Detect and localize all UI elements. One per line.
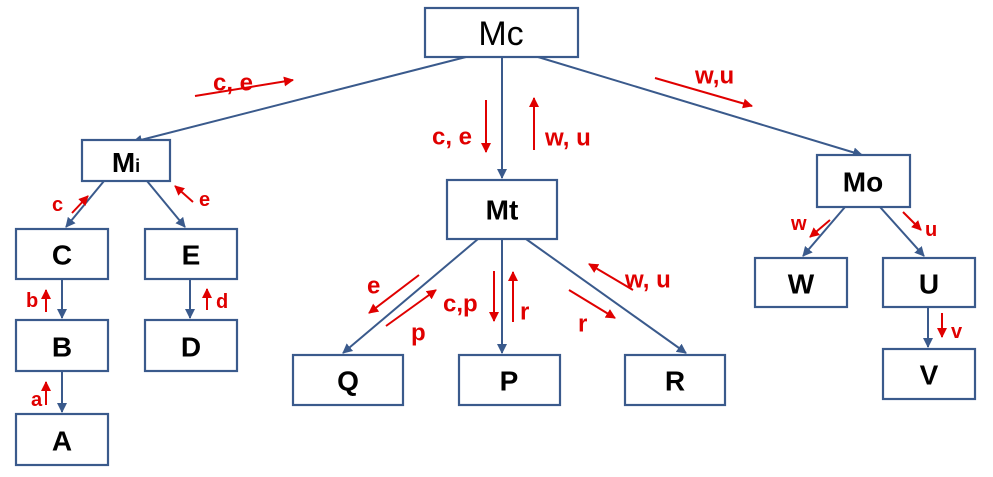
flow-label-u-v: v xyxy=(951,321,963,343)
edge-mt-r xyxy=(525,238,687,354)
flow-arrow-mo-u xyxy=(902,211,922,231)
node-mi: Mi xyxy=(80,138,172,183)
flow-arrow-mc-mo xyxy=(654,77,753,109)
node-u: U xyxy=(881,256,977,309)
edge-mi-c xyxy=(65,180,105,228)
flow-label-mc-mt-down: c, e xyxy=(432,124,472,151)
node-b-label: B xyxy=(52,332,72,363)
flow-arrow-mi-e xyxy=(174,185,194,203)
node-p: P xyxy=(457,353,562,407)
flow-arrow-mc-mi xyxy=(194,76,294,97)
node-w-label: W xyxy=(788,269,815,300)
flow-label-c-b: b xyxy=(26,290,38,312)
flow-label-mt-r-down: r xyxy=(578,311,587,338)
node-mc-label: Mc xyxy=(478,15,523,53)
flow-annotations: c, e c, e w, u w,u c e b d a e p c,p r r xyxy=(26,63,963,412)
node-q-label: Q xyxy=(337,366,359,397)
flow-arrow-mt-r-up xyxy=(588,263,634,291)
node-v: V xyxy=(881,347,977,401)
flow-arrow-mt-r-down xyxy=(568,289,616,319)
node-v-label: V xyxy=(920,360,939,391)
node-w: W xyxy=(753,256,849,309)
node-mt: Mt xyxy=(445,178,559,241)
node-e-label: E xyxy=(182,240,201,271)
node-mo-label: Mo xyxy=(843,167,883,198)
node-r: R xyxy=(623,353,727,407)
edge-mo-u xyxy=(879,206,925,257)
node-mi-label: Mi xyxy=(112,147,140,178)
flow-arrow-mt-q-p xyxy=(385,289,437,327)
nodes: Mc Mi Mt Mo C E B D xyxy=(14,6,977,467)
node-b: B xyxy=(14,318,110,373)
node-u-label: U xyxy=(919,269,939,300)
node-a: A xyxy=(14,412,110,467)
flow-label-mt-p-down: c,p xyxy=(443,291,478,318)
node-p-label: P xyxy=(500,366,519,397)
edge-mi-e xyxy=(146,180,186,228)
flow-label-b-a: a xyxy=(31,389,43,411)
flow-label-mt-q-p: p xyxy=(411,320,426,347)
flow-arrow-mi-c xyxy=(71,195,89,214)
node-d-label: D xyxy=(181,332,201,363)
flow-label-e-d: d xyxy=(216,291,228,313)
node-mt-label: Mt xyxy=(486,195,519,226)
flow-label-mo-w: w xyxy=(790,213,807,235)
edge-mo-w xyxy=(802,206,846,257)
flow-label-mo-u: u xyxy=(925,219,937,241)
node-c: C xyxy=(14,227,110,281)
node-c-label: C xyxy=(52,240,72,271)
flow-label-mt-r-up: w, u xyxy=(624,267,671,294)
node-a-label: A xyxy=(52,426,72,457)
flow-arrow-mt-q-e xyxy=(368,274,420,314)
edge-mt-q xyxy=(342,238,479,354)
edge-mc-mi xyxy=(132,56,467,145)
node-q: Q xyxy=(291,353,405,407)
node-mc: Mc xyxy=(423,6,580,59)
node-r-label: R xyxy=(665,366,685,397)
node-e: E xyxy=(143,227,239,281)
flow-label-mc-mo: w,u xyxy=(694,63,734,90)
flow-arrow-mo-w xyxy=(809,219,831,238)
node-mo: Mo xyxy=(815,153,912,209)
edge-mc-mo xyxy=(537,56,863,158)
flow-label-mc-mt-up: w, u xyxy=(544,125,591,152)
edges xyxy=(57,56,933,413)
node-d: D xyxy=(143,318,239,373)
flow-label-mi-c: c xyxy=(52,194,63,216)
flow-label-mt-p-up: r xyxy=(520,299,529,326)
flow-label-mc-mi: c, e xyxy=(213,70,253,97)
flow-label-mi-e: e xyxy=(199,189,210,211)
flow-label-mt-q-e: e xyxy=(367,273,380,300)
